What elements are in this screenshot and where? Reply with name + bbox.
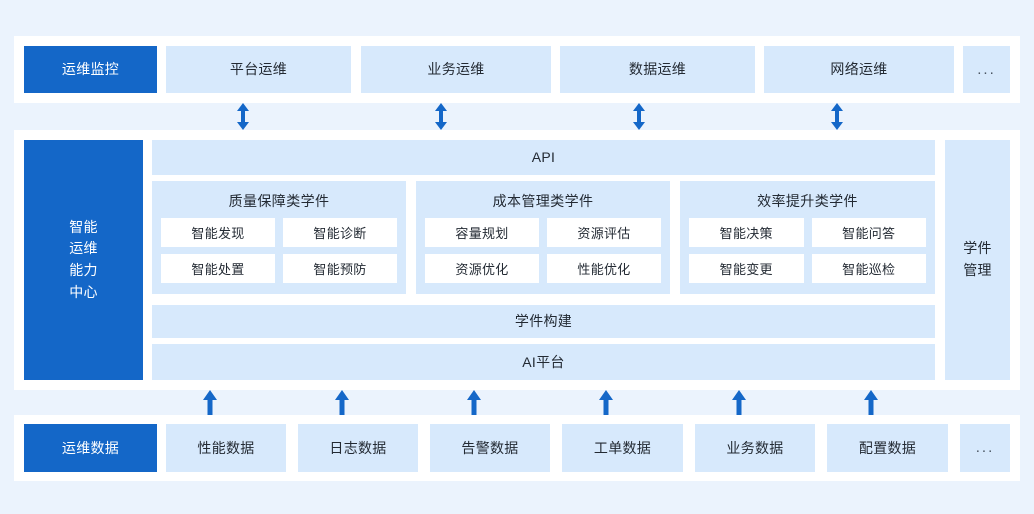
double-arrow-icon-3 (628, 103, 650, 130)
learnware-item-0-3[interactable]: 智能预防 (283, 254, 397, 283)
group-grid-efficiency: 智能决策 智能问答 智能变更 智能巡检 (680, 212, 935, 283)
learnware-item-2-2[interactable]: 智能变更 (689, 254, 804, 283)
double-arrow-icon-4 (826, 103, 848, 130)
learnware-build-bar[interactable]: 学件构建 (152, 305, 935, 338)
group-title-efficiency: 效率提升类学件 (757, 193, 858, 209)
group-title-quality: 质量保障类学件 (228, 193, 330, 209)
ops-cell-data[interactable]: 数据运维 (560, 46, 755, 93)
data-cell-alarm[interactable]: 告警数据 (430, 424, 550, 472)
learnware-management-line-2: 管理 (963, 262, 992, 278)
data-cell-config[interactable]: 配置数据 (827, 424, 948, 472)
data-cell-business[interactable]: 业务数据 (695, 424, 815, 472)
ops-cell-platform[interactable]: 平台运维 (166, 46, 351, 93)
learnware-group-quality: 质量保障类学件 智能发现 智能诊断 智能处置 智能预防 (152, 181, 406, 294)
layer-header-aiops-center[interactable]: 智能 运维 能力 中心 (24, 140, 143, 380)
group-grid-cost: 容量规划 资源评估 资源优化 性能优化 (416, 212, 670, 283)
learnware-item-0-0[interactable]: 智能发现 (161, 218, 275, 247)
learnware-item-2-1[interactable]: 智能问答 (811, 218, 926, 247)
data-cell-performance[interactable]: 性能数据 (166, 424, 286, 472)
up-arrow-icon-1 (200, 390, 220, 415)
learnware-group-cost: 成本管理类学件 容量规划 资源评估 资源优化 性能优化 (416, 181, 670, 294)
learnware-item-1-2[interactable]: 资源优化 (425, 254, 539, 283)
group-title-cost: 成本管理类学件 (492, 193, 594, 209)
layer-header-ops-monitoring[interactable]: 运维监控 (24, 46, 157, 93)
ops-data-row: 运维数据 性能数据 日志数据 告警数据 工单数据 业务数据 配置数据 ... (14, 415, 1020, 481)
up-arrow-icon-3 (464, 390, 484, 415)
double-arrow-icon-2 (430, 103, 452, 130)
ops-monitoring-layer-card: 运维监控 平台运维 业务运维 数据运维 网络运维 ... (14, 36, 1020, 103)
data-cell-log[interactable]: 日志数据 (298, 424, 418, 472)
learnware-item-2-0[interactable]: 智能决策 (689, 218, 804, 247)
api-bar[interactable]: API (152, 140, 935, 175)
ops-monitoring-row: 运维监控 平台运维 业务运维 数据运维 网络运维 ... (14, 36, 1020, 103)
data-cell-more[interactable]: ... (960, 424, 1010, 472)
learnware-item-1-1[interactable]: 资源评估 (547, 218, 661, 247)
aiops-center-line-3: 能力 (69, 262, 98, 278)
ops-cell-network[interactable]: 网络运维 (764, 46, 954, 93)
ai-platform-bar[interactable]: AI平台 (152, 344, 935, 380)
learnware-item-0-2[interactable]: 智能处置 (161, 254, 275, 283)
ops-cell-more[interactable]: ... (963, 46, 1010, 93)
aiops-center-line-4: 中心 (69, 283, 98, 300)
up-arrow-icon-4 (596, 390, 616, 415)
learnware-item-2-3[interactable]: 智能巡检 (811, 254, 926, 283)
learnware-item-1-3[interactable]: 性能优化 (547, 254, 661, 283)
learnware-item-1-0[interactable]: 容量规划 (425, 218, 539, 247)
up-arrow-icon-5 (729, 390, 749, 415)
data-cell-ticket[interactable]: 工单数据 (562, 424, 683, 472)
learnware-management-line-1: 学件 (963, 240, 992, 257)
up-arrow-icon-6 (861, 390, 881, 415)
learnware-management-panel[interactable]: 学件 管理 (945, 140, 1010, 380)
ops-cell-business[interactable]: 业务运维 (361, 46, 551, 93)
double-arrow-icon-1 (232, 103, 254, 130)
learnware-group-efficiency: 效率提升类学件 智能决策 智能问答 智能变更 智能巡检 (680, 181, 935, 294)
aiops-center-line-2: 运维 (69, 240, 98, 257)
group-grid-quality: 智能发现 智能诊断 智能处置 智能预防 (152, 212, 406, 283)
learnware-item-0-1[interactable]: 智能诊断 (283, 218, 397, 247)
aiops-center-line-1: 智能 (69, 218, 98, 235)
ops-data-layer-card: 运维数据 性能数据 日志数据 告警数据 工单数据 业务数据 配置数据 ... (14, 415, 1020, 481)
layer-header-ops-data[interactable]: 运维数据 (24, 424, 157, 472)
up-arrow-icon-2 (332, 390, 352, 415)
